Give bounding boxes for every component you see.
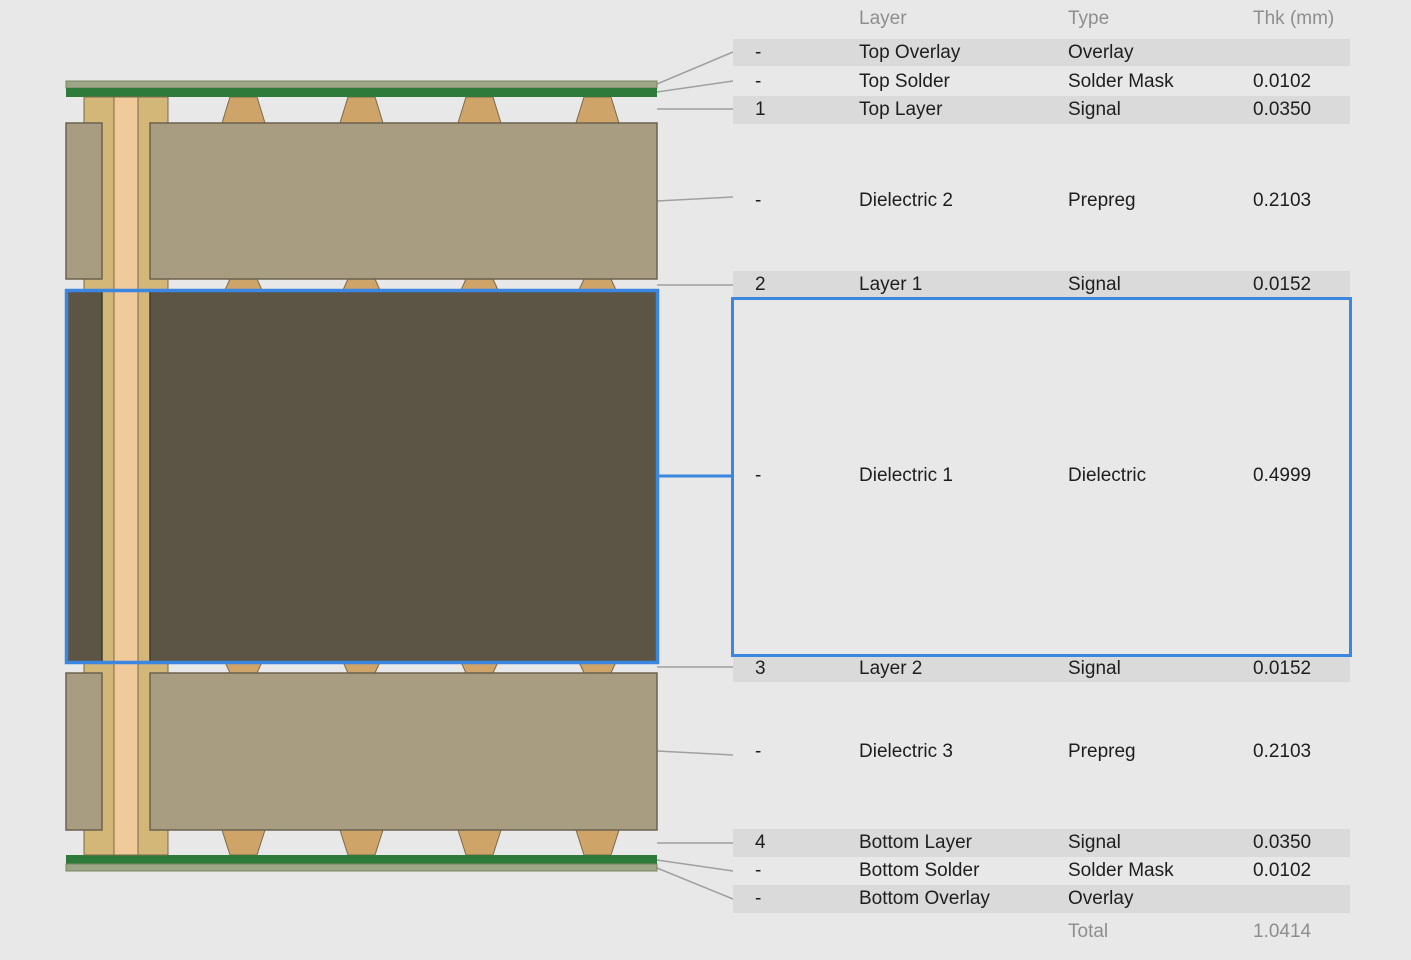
row-num: -	[755, 741, 762, 762]
table-row[interactable]: 4 Bottom Layer Signal 0.0350	[733, 829, 1350, 857]
leader-line-dielectric-3	[656, 750, 734, 756]
table-row[interactable]: 3 Layer 2 Signal 0.0152	[733, 655, 1350, 682]
row-thk: 0.0350	[1253, 832, 1312, 853]
row-layer: Bottom Solder	[859, 860, 980, 881]
table-selection-highlight	[731, 297, 1352, 657]
row-num: -	[755, 71, 762, 92]
row-layer: Bottom Overlay	[859, 888, 990, 909]
top-overlay	[65, 80, 658, 89]
trace-l1-2	[342, 278, 381, 291]
trace-top-3	[457, 96, 502, 124]
leader-lines	[656, 51, 734, 900]
table-row[interactable]: - Bottom Solder Solder Mask 0.0102	[733, 857, 1350, 885]
row-type: Signal	[1068, 832, 1121, 853]
leader-line-top-solder	[656, 80, 734, 93]
bottom-overlay	[65, 863, 658, 872]
total-value: 1.0414	[1253, 921, 1312, 942]
row-num: 2	[755, 274, 766, 295]
row-thk: 0.0102	[1253, 71, 1312, 92]
leader-line-bottom-overlay	[656, 867, 734, 900]
row-type: Signal	[1068, 274, 1121, 295]
row-type: Solder Mask	[1068, 860, 1174, 881]
row-thk: 0.2103	[1253, 741, 1312, 762]
trace-top-4	[575, 96, 620, 124]
column-header-type: Type	[1068, 8, 1110, 29]
row-layer: Bottom Layer	[859, 832, 972, 853]
copper-traces	[221, 96, 620, 856]
row-type: Solder Mask	[1068, 71, 1174, 92]
leader-line-bottom-solder	[656, 859, 734, 872]
row-num: 4	[755, 832, 766, 853]
trace-top-1	[221, 96, 266, 124]
trace-l1-3	[460, 278, 499, 291]
row-thk: 0.4999	[1253, 465, 1312, 486]
row-type: Overlay	[1068, 888, 1134, 909]
column-header-thk: Thk (mm)	[1253, 8, 1335, 29]
row-layer: Dielectric 3	[859, 741, 953, 762]
dielectric-2-left	[65, 122, 103, 280]
trace-top-2	[339, 96, 384, 124]
trace-bot-2	[339, 829, 384, 856]
table-row[interactable]: 1 Top Layer Signal 0.0350	[733, 96, 1350, 124]
trace-bot-1	[221, 829, 266, 856]
table-row[interactable]: - Dielectric 3 Prepreg 0.2103	[733, 682, 1350, 828]
trace-l1-1	[224, 278, 263, 291]
row-type: Signal	[1068, 658, 1121, 679]
row-layer: Layer 1	[859, 274, 923, 295]
trace-l1-4	[578, 278, 617, 291]
dielectric-1-right	[149, 289, 658, 663]
row-thk: 0.0152	[1253, 658, 1312, 679]
row-type: Signal	[1068, 99, 1121, 120]
table-row[interactable]: - Top Overlay Overlay	[733, 39, 1350, 66]
row-layer: Dielectric 1	[859, 465, 953, 486]
dielectric-1-left	[65, 289, 103, 663]
dielectric-3-right	[149, 672, 658, 831]
diagram-selection-highlight	[64, 288, 660, 665]
row-num: -	[755, 860, 762, 881]
row-layer: Top Solder	[859, 71, 950, 92]
via-hole	[113, 96, 139, 856]
row-thk: 0.2103	[1253, 190, 1312, 211]
table-row[interactable]: - Bottom Overlay Overlay	[733, 885, 1350, 913]
bottom-solder	[66, 855, 657, 864]
row-num: 3	[755, 658, 766, 679]
row-num: -	[755, 42, 762, 63]
row-num: -	[755, 888, 762, 909]
row-type: Prepreg	[1068, 741, 1136, 762]
leader-line-dielectric-2	[656, 196, 734, 202]
row-type: Overlay	[1068, 42, 1134, 63]
row-type: Prepreg	[1068, 190, 1136, 211]
row-layer: Dielectric 2	[859, 190, 953, 211]
row-thk: 0.0350	[1253, 99, 1312, 120]
row-layer: Top Layer	[859, 99, 943, 120]
row-thk: 0.0152	[1253, 274, 1312, 295]
row-layer: Layer 2	[859, 658, 923, 679]
trace-bot-3	[457, 829, 502, 856]
row-num: -	[755, 465, 762, 486]
trace-bot-4	[575, 829, 620, 856]
row-layer: Top Overlay	[859, 42, 961, 63]
table-row[interactable]: 2 Layer 1 Signal 0.0152	[733, 271, 1350, 298]
row-thk: 0.0102	[1253, 860, 1312, 881]
table-row[interactable]: - Dielectric 2 Prepreg 0.2103	[733, 124, 1350, 270]
row-type: Dielectric	[1068, 465, 1147, 486]
column-header-layer: Layer	[859, 8, 907, 29]
table-row[interactable]: - Top Solder Solder Mask 0.0102	[733, 67, 1350, 95]
row-num: -	[755, 190, 762, 211]
dielectric-2-right	[149, 122, 658, 280]
table-row-selected[interactable]: - Dielectric 1 Dielectric 0.4999	[733, 298, 1350, 654]
total-label: Total	[1068, 921, 1109, 942]
leader-line-top-overlay	[656, 51, 734, 85]
row-num: 1	[755, 99, 766, 120]
dielectric-3-left	[65, 672, 103, 831]
top-solder	[66, 88, 657, 97]
